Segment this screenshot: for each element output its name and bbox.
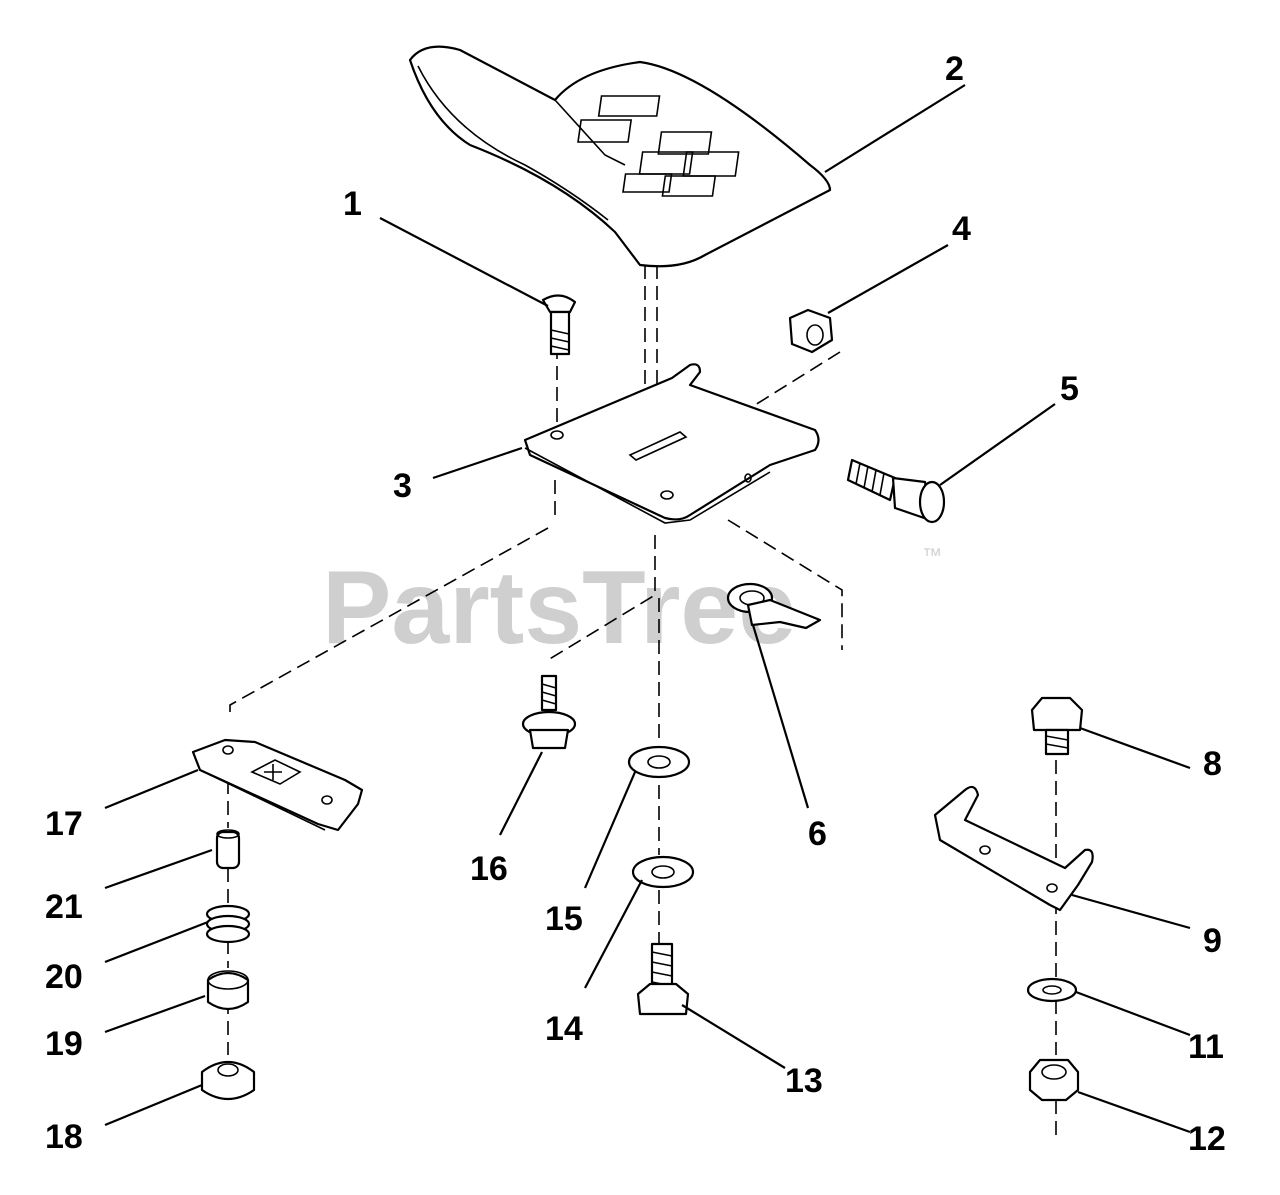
watermark-trademark: ™ xyxy=(922,545,942,567)
leader-lines xyxy=(104,84,1191,1134)
callout-15: 15 xyxy=(545,900,583,938)
flange-nut-part xyxy=(200,1060,256,1101)
bushing-part xyxy=(206,970,250,1011)
hex-bolt-13-part xyxy=(636,942,690,1016)
spring-part xyxy=(205,904,251,944)
callout-18: 18 xyxy=(45,1118,83,1156)
callout-8: 8 xyxy=(1203,745,1222,783)
lock-nut-part xyxy=(1028,1058,1080,1102)
flange-bolt-part xyxy=(521,674,577,750)
callout-2: 2 xyxy=(945,50,964,88)
pin-part xyxy=(215,829,241,870)
callout-labels: 2 1 4 5 3 6 8 9 11 12 13 14 15 16 17 18 … xyxy=(45,50,1226,1158)
callout-14: 14 xyxy=(545,1010,583,1048)
washer-11-part xyxy=(1026,977,1078,1003)
callout-19: 19 xyxy=(45,1025,83,1063)
callout-4: 4 xyxy=(952,210,971,248)
bracket-9-part xyxy=(933,785,1094,912)
callout-16: 16 xyxy=(470,850,508,888)
washer-15-part xyxy=(627,745,691,779)
callout-5: 5 xyxy=(1060,370,1079,408)
bracket-17-part xyxy=(191,738,364,832)
callout-3: 3 xyxy=(393,467,412,505)
callout-6: 6 xyxy=(808,815,827,853)
callout-1: 1 xyxy=(343,185,362,223)
callout-21: 21 xyxy=(45,888,83,926)
hex-bolt-8-part xyxy=(1030,696,1084,756)
watermark-text: PartsTree xyxy=(322,550,796,666)
assembly-lines xyxy=(227,265,1057,1140)
shoulder-bolt-part xyxy=(846,458,946,524)
callout-13: 13 xyxy=(785,1062,823,1100)
callout-20: 20 xyxy=(45,958,83,996)
clip-part xyxy=(726,582,822,630)
callout-9: 9 xyxy=(1203,922,1222,960)
hex-nut-part xyxy=(788,308,834,354)
callout-17: 17 xyxy=(45,805,83,843)
seat-part xyxy=(408,45,832,268)
callout-11: 11 xyxy=(1188,1028,1224,1066)
seat-plate-part xyxy=(523,363,820,524)
carriage-bolt-part xyxy=(541,294,577,356)
callout-12: 12 xyxy=(1188,1120,1226,1158)
washer-14-part xyxy=(631,855,695,889)
